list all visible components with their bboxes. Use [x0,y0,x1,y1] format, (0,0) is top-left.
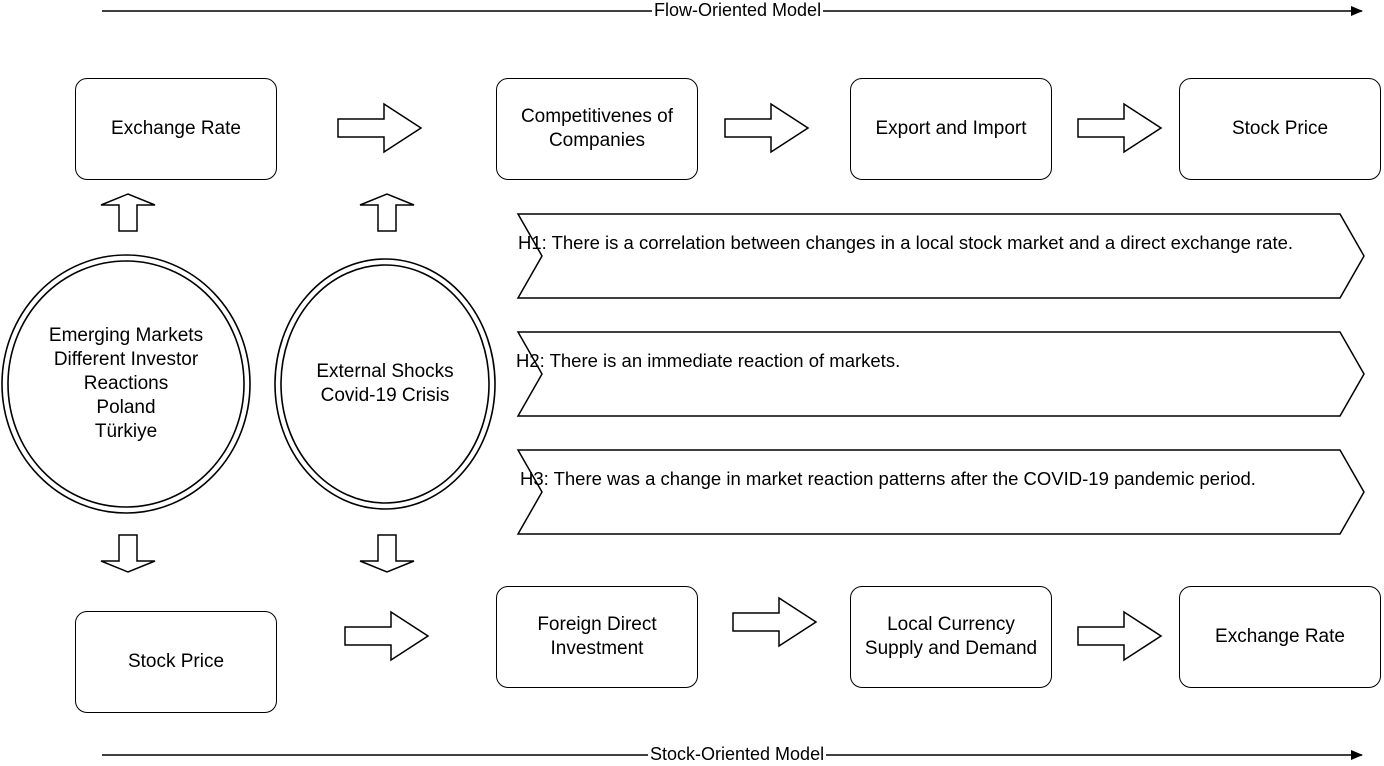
block-arrow-right-6 [1077,610,1163,662]
stock-model-label: Stock-Oriented Model [648,744,827,765]
hypothesis-h3: H3: There was a change in market reactio… [520,468,1256,489]
block-arrow-up-1 [100,193,156,232]
fdi-line-1: Foreign Direct [537,614,657,635]
flow-model-label: Flow-Oriented Model [652,0,824,21]
block-arrow-right-3 [1077,102,1163,154]
external-shocks-circle-outer [274,258,496,510]
emerging-markets-line-3: Reactions [83,373,169,394]
block-arrow-right-5 [732,596,818,648]
stock-price-label-top: Stock Price [1231,118,1329,139]
external-shocks-text: External Shocks Covid-19 Crisis [281,258,489,510]
emerging-markets-circle-inner [7,260,245,508]
fdi-line-2: Investment [550,638,644,659]
stock-price-box-bottom: Stock Price [75,611,277,713]
export-import-box: Export and Import [850,78,1052,180]
emerging-markets-line-4: Poland [96,397,156,418]
block-arrow-down-2 [359,534,415,573]
emerging-markets-line-1: Emerging Markets [48,325,204,346]
stock-price-box-top: Stock Price [1179,78,1381,180]
competitiveness-line-2: Companies [548,130,646,151]
emerging-markets-line-5: Türkiye [94,421,158,442]
exchange-rate-label: Exchange Rate [111,118,241,139]
external-shocks-line-2: Covid-19 Crisis [320,385,450,406]
hypothesis-h2: H2: There is an immediate reaction of ma… [516,350,901,371]
external-shocks-line-1: External Shocks [316,361,454,382]
block-arrow-up-2 [359,193,415,232]
emerging-markets-line-2: Different Investor [53,349,199,370]
exchange-rate-box-bottom: Exchange Rate [1179,586,1381,688]
emerging-markets-circle-outer [1,254,251,514]
competitiveness-box: Competitivenes of Companies [496,78,698,180]
hypothesis-chevron-h3 [516,449,1365,535]
export-import-label: Export and Import [875,118,1027,139]
local-currency-line-2: Supply and Demand [864,638,1038,659]
block-arrow-down-1 [100,534,156,573]
external-shocks-circle-inner [280,264,490,504]
hypothesis-chevron-h1 [516,213,1365,299]
competitiveness-line-1: Competitivenes of [520,106,674,127]
emerging-markets-text: Emerging Markets Different Investor Reac… [8,258,244,510]
local-currency-line-1: Local Currency [887,614,1015,635]
exchange-rate-label-bottom: Exchange Rate [1215,626,1345,647]
stock-price-label-bottom: Stock Price [127,651,225,672]
block-arrow-right-1 [337,102,423,154]
block-arrow-right-2 [724,102,810,154]
fdi-box: Foreign Direct Investment [496,586,698,688]
hypothesis-chevron-h2 [516,331,1365,417]
local-currency-box: Local Currency Supply and Demand [850,586,1052,688]
exchange-rate-box: Exchange Rate [75,78,277,180]
hypothesis-h1: H1: There is a correlation between chang… [518,232,1294,253]
block-arrow-right-4 [344,610,430,662]
